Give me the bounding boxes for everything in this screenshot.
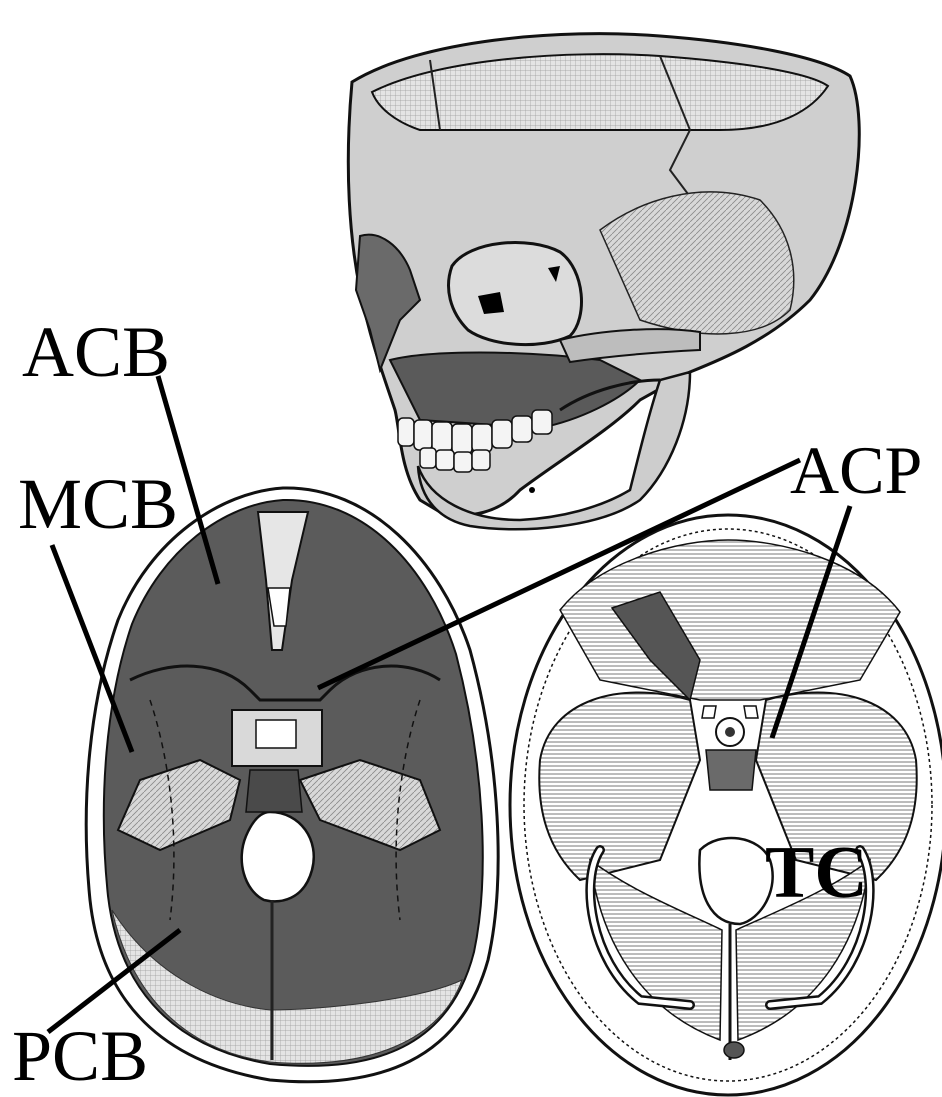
- cranial-base-shaded-view: [86, 488, 498, 1082]
- label-acb: ACB: [22, 316, 170, 388]
- label-acp: ACP: [790, 436, 922, 504]
- cranial-base-engraving-view: [510, 515, 942, 1095]
- skull-lateral-view: [348, 34, 859, 530]
- label-pcb: PCB: [12, 1020, 148, 1092]
- label-mcb: MCB: [18, 468, 178, 540]
- label-tc: TC: [765, 836, 868, 910]
